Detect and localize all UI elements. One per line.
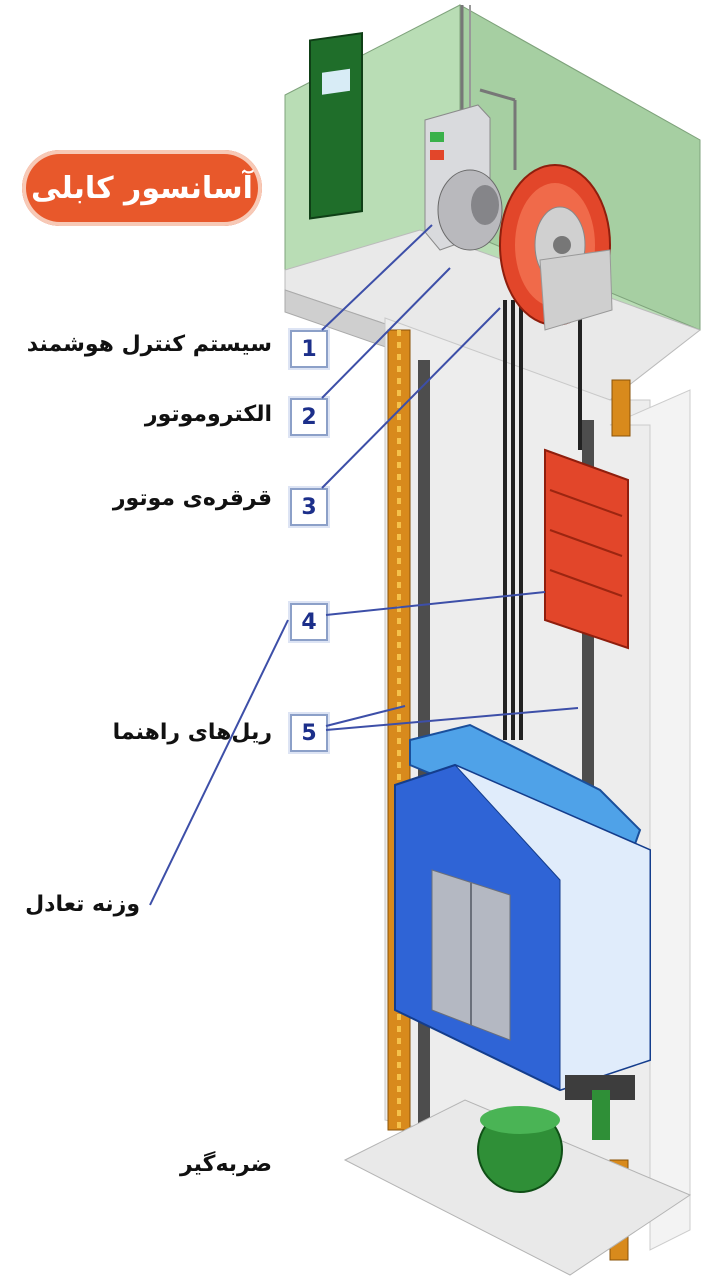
part-number-5: 5 (290, 714, 328, 752)
part-number-2: 2 (290, 398, 328, 436)
part-label-5: ریل‌های راهنما (112, 720, 272, 745)
part-label-2: الکتروموتور (144, 402, 272, 427)
part-label-3: قرقره‌ی موتور (112, 486, 272, 511)
part-number-1: 1 (290, 330, 328, 368)
counterweight (544, 448, 629, 650)
pulley-stand (539, 249, 613, 331)
part-label-1: سیستم کنترل هوشمند (26, 332, 272, 357)
counterweight-label: وزنه تعادل (25, 892, 140, 917)
buffer-label: ضربه‌گیر (179, 1152, 272, 1177)
title-badge: آسانسور کابلی (22, 150, 262, 226)
part-number-4: 4 (290, 603, 328, 641)
right-rail-upper (611, 379, 631, 437)
machine-room-door (309, 31, 363, 220)
door-window (322, 68, 350, 95)
part-number-3: 3 (290, 488, 328, 526)
shaft-right-face (609, 389, 691, 1251)
